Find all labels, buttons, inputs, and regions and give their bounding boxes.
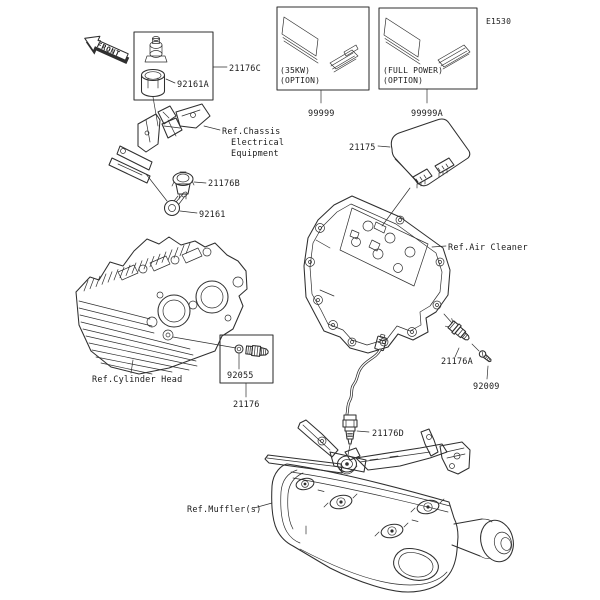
mount-line-to-92161 xyxy=(145,173,168,202)
svg-text:Ref.Chassis: Ref.Chassis xyxy=(222,127,281,137)
water-temp-sensor-drawing xyxy=(245,344,269,357)
cylinder-head-drawing xyxy=(75,236,248,375)
option-box-full-power: (FULL POWER) (OPTION) 99999A xyxy=(378,7,478,119)
ref-chassis-label: Ref.Chassis Electrical Equipment xyxy=(222,127,284,159)
cooling-fins xyxy=(78,300,198,375)
sensor-box-21176: 92055 21176 xyxy=(219,334,274,410)
o2-sensor-cable xyxy=(345,348,382,416)
mount-pad xyxy=(295,477,315,491)
ref-cylinder-head-label: Ref.Cylinder Head xyxy=(92,375,182,385)
leader-line-21176b xyxy=(193,181,207,184)
option-box-35kw: (35KW) (OPTION) 99999 xyxy=(276,6,370,119)
exhaust-outlet-drawing xyxy=(451,518,514,563)
svg-text:Equipment: Equipment xyxy=(231,149,279,159)
mount-line-to-92161 xyxy=(173,195,179,202)
leader-line-ref-aircleaner xyxy=(431,245,447,248)
washer-drawing-92055 xyxy=(234,344,244,354)
ref-muffler-label: Ref.Muffler(s) xyxy=(187,505,261,515)
gasket-sheet-drawing xyxy=(281,16,359,73)
chassis-bracket-drawing xyxy=(108,103,211,202)
leader-line-21175 xyxy=(377,145,391,148)
mount-pad xyxy=(374,522,409,539)
ref-air-cleaner-label: Ref.Air Cleaner xyxy=(448,243,528,253)
part-label-21176a: 21176A xyxy=(441,357,473,367)
option-full-power-line2: (OPTION) xyxy=(383,76,423,85)
o2-grommet-drawing xyxy=(336,455,358,475)
part-label-21175: 21175 xyxy=(349,143,376,153)
part-label-21176b: 21176B xyxy=(208,179,240,189)
leader-line-92161 xyxy=(179,210,198,214)
muffler-bracket-drawing xyxy=(264,419,471,475)
leader-line-head-to-washer xyxy=(172,336,237,349)
part-label-21176c: 21176C xyxy=(229,64,261,74)
leader-line-21176a xyxy=(454,347,460,358)
part-label-92009: 92009 xyxy=(473,382,500,392)
page-code-label: E1530 xyxy=(486,17,511,26)
part-label-92161a: 92161A xyxy=(177,80,209,90)
mount-pad xyxy=(410,498,445,515)
fitting-drawing-92161 xyxy=(163,191,188,217)
option-35kw-line2: (OPTION) xyxy=(280,76,320,85)
part-label-99999a: 99999A xyxy=(411,109,443,119)
muffler-drawing xyxy=(264,419,514,593)
o2-sensor-drawing-21176d xyxy=(342,333,387,456)
option-full-power-line1: (FULL POWER) xyxy=(383,66,443,75)
air-cleaner-drawing xyxy=(303,195,451,354)
mount-line-to-bracket xyxy=(152,96,159,127)
part-label-92161: 92161 xyxy=(199,210,226,220)
leader-line-ref-chassis xyxy=(203,125,221,131)
part-label-92055: 92055 xyxy=(227,371,254,381)
mount-pad xyxy=(323,493,358,510)
gasket-sheet-drawing xyxy=(383,17,471,70)
sensor-port-boss xyxy=(162,329,174,341)
option-35kw-line1: (35KW) xyxy=(280,66,310,75)
leader-line-ref-muffler xyxy=(253,502,273,509)
leader-line-21176d xyxy=(356,430,370,433)
screw-bosses xyxy=(305,215,445,347)
screw-drawing-92009 xyxy=(478,350,492,363)
part-label-21176d: 21176D xyxy=(372,429,404,439)
leader-line-ref-cylinder-head xyxy=(130,359,134,374)
front-direction-arrow: FRONT xyxy=(84,35,130,64)
ecu-drawing-21175 xyxy=(390,118,471,189)
sensor-drawing-21176a xyxy=(444,318,470,341)
part-label-21176: 21176 xyxy=(233,400,260,410)
mount-line-21176a xyxy=(443,313,480,352)
leader-line-92009 xyxy=(486,365,489,380)
svg-text:Electrical: Electrical xyxy=(231,138,284,148)
vacuum-switch-drawing xyxy=(144,36,168,63)
fin-edge-hatching xyxy=(83,242,191,292)
cap-92161a-drawing xyxy=(140,68,166,97)
leader-line-92161a xyxy=(165,78,176,84)
part-box-21176c: 92161A 21176C xyxy=(133,31,261,127)
part-label-99999: 99999 xyxy=(308,109,335,119)
